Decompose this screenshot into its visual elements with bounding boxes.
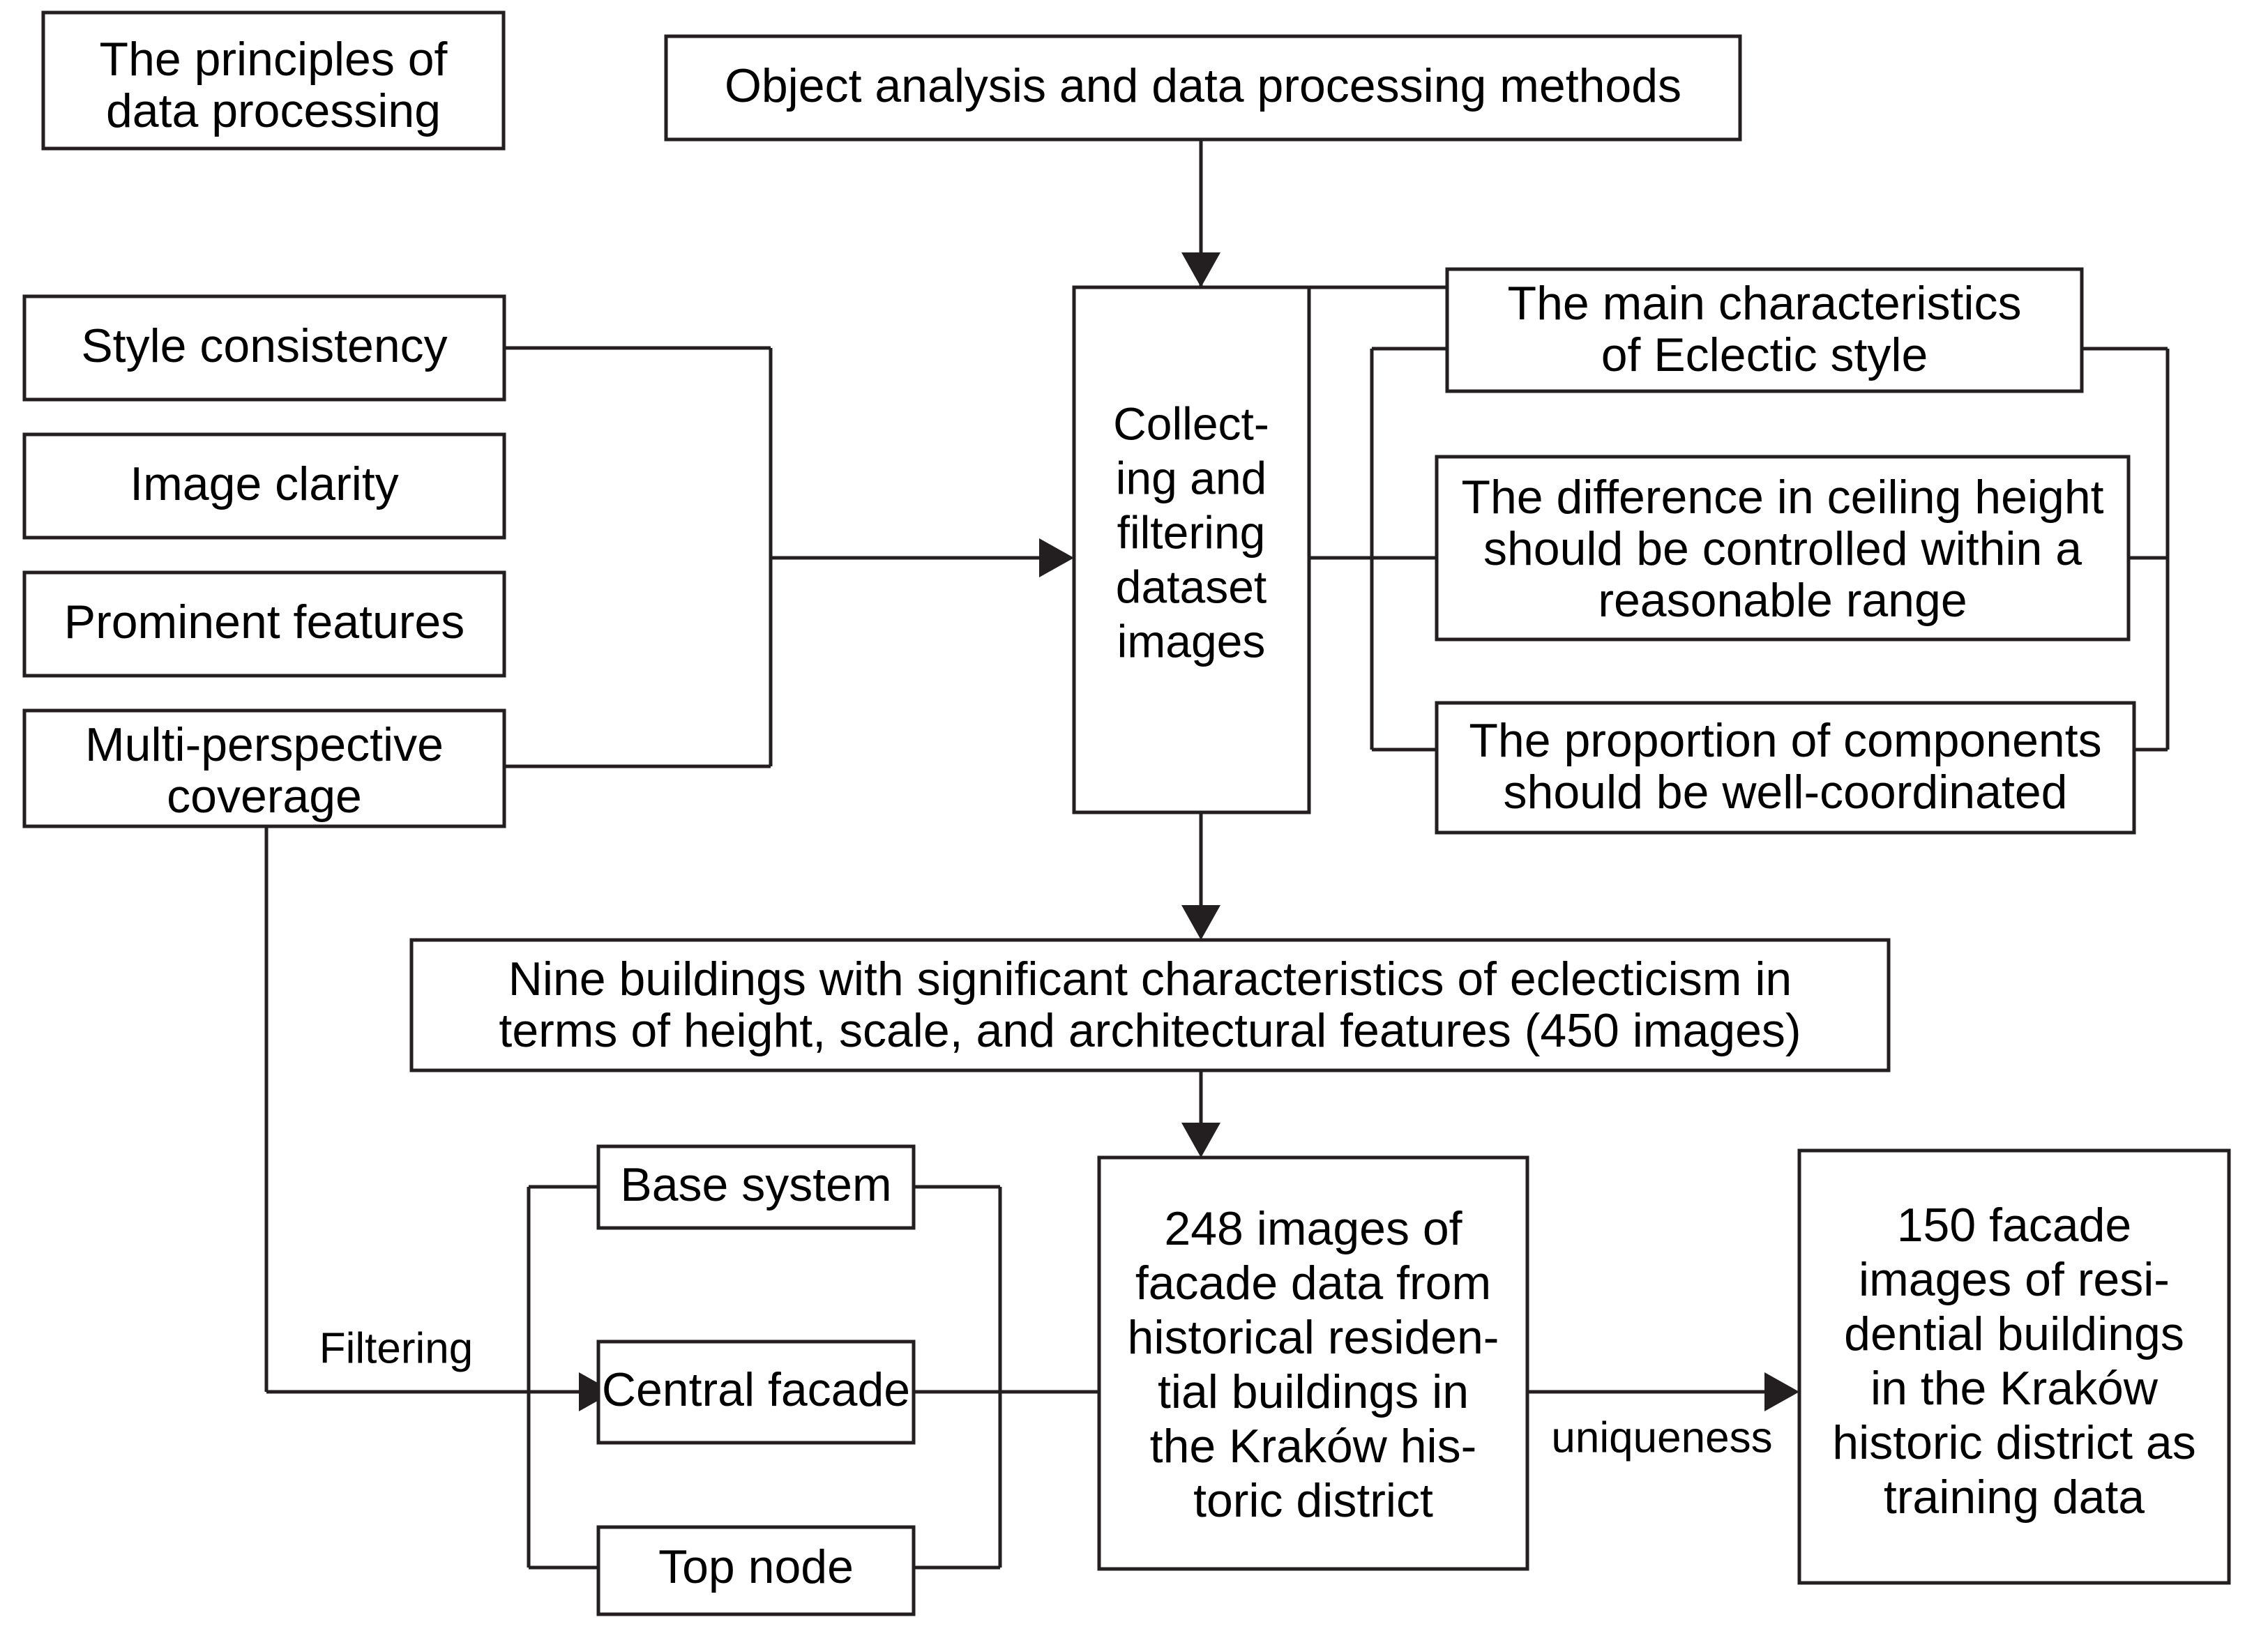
node-248-line-2: facade data from bbox=[1135, 1257, 1491, 1310]
arrowhead-into-nine-buildings bbox=[1181, 905, 1220, 940]
arrowhead-into-150 bbox=[1764, 1372, 1799, 1411]
node-150-line-1: 150 facade bbox=[1897, 1199, 2132, 1252]
node-object-analysis[interactable]: Object analysis and data processing meth… bbox=[664, 34, 1742, 142]
node-multi-perspective-coverage[interactable]: Multi-perspective coverage bbox=[22, 708, 506, 828]
edge-label-uniqueness: uniqueness bbox=[1551, 1413, 1772, 1462]
node-ceiling-height-box bbox=[1435, 455, 2131, 642]
arrowhead-into-collecting-left bbox=[1039, 538, 1074, 577]
node-image-clarity-label: Image clarity bbox=[130, 457, 398, 510]
node-248-line-3: historical residen- bbox=[1128, 1311, 1499, 1364]
node-nine-buildings-line-1: Nine buildings with significant characte… bbox=[508, 953, 1792, 1006]
node-object-analysis-line-1: Object analysis and data processing meth… bbox=[725, 59, 1681, 112]
node-ceiling-line-2: should be controlled within a bbox=[1483, 522, 2082, 575]
arrowhead-into-collecting-top bbox=[1181, 252, 1220, 287]
node-248-line-5: the Kraków his- bbox=[1150, 1420, 1477, 1473]
node-central-facade-box bbox=[596, 1340, 916, 1445]
node-eclectic-line-2: of Eclectic style bbox=[1601, 328, 1928, 381]
node-multi-perspective-line-2: coverage bbox=[167, 770, 362, 823]
node-collecting-filtering-dataset-images[interactable]: Collect- ing and filtering dataset image… bbox=[1072, 285, 1311, 814]
edge-label-filtering-text: Filtering bbox=[319, 1324, 474, 1372]
node-ceiling-line-1: The difference in ceiling height bbox=[1461, 471, 2103, 524]
node-principles-of-data-processing[interactable]: The principles of data processing bbox=[41, 10, 506, 151]
node-150-line-6: training data bbox=[1884, 1471, 2145, 1524]
node-style-consistency-box bbox=[22, 294, 506, 402]
node-nine-buildings[interactable]: Nine buildings with significant characte… bbox=[409, 938, 1891, 1072]
arrowhead-into-248 bbox=[1181, 1123, 1220, 1158]
node-base-system[interactable]: Base system bbox=[596, 1144, 916, 1230]
node-prominent-features-box bbox=[22, 570, 506, 678]
node-proportion-line-1: The proportion of components bbox=[1469, 714, 2101, 767]
node-150-line-3: dential buildings bbox=[1844, 1307, 2184, 1360]
node-collecting-box bbox=[1072, 285, 1311, 814]
node-component-proportion[interactable]: The proportion of components should be w… bbox=[1435, 701, 2136, 835]
node-principles-box bbox=[41, 10, 506, 151]
node-style-consistency-label: Style consistency bbox=[81, 319, 447, 372]
node-150-line-4: in the Kraków bbox=[1870, 1362, 2159, 1415]
node-eclectic-style-characteristics[interactable]: The main characteristics of Eclectic sty… bbox=[1445, 267, 2084, 393]
node-150-line-5: historic district as bbox=[1832, 1416, 2195, 1469]
node-248-images-box bbox=[1097, 1155, 1529, 1571]
node-prominent-features-label: Prominent features bbox=[64, 595, 465, 648]
node-proportion-line-2: should be well-coordinated bbox=[1504, 766, 2068, 819]
node-style-consistency[interactable]: Style consistency bbox=[22, 294, 506, 402]
edge-label-uniqueness-text: uniqueness bbox=[1551, 1413, 1772, 1462]
node-collecting-line-1: Collect- bbox=[1113, 397, 1269, 449]
node-248-line-4: tial buildings in bbox=[1158, 1365, 1469, 1418]
node-eclectic-line-1: The main characteristics bbox=[1508, 277, 2022, 330]
node-collecting-line-5: images bbox=[1117, 615, 1266, 667]
node-nine-buildings-box bbox=[409, 938, 1891, 1072]
node-central-facade-label: Central facade bbox=[602, 1363, 910, 1416]
node-multi-perspective-line-1: Multi-perspective bbox=[85, 718, 444, 771]
node-248-images[interactable]: 248 images of facade data from historica… bbox=[1097, 1155, 1529, 1571]
node-prominent-features[interactable]: Prominent features bbox=[22, 570, 506, 678]
node-collecting-line-3: filtering bbox=[1117, 506, 1266, 558]
node-150-line-2: images of resi- bbox=[1859, 1253, 2170, 1306]
node-principles-line-2: data processing bbox=[106, 84, 441, 137]
node-150-images-box bbox=[1797, 1148, 2231, 1585]
arrowhead-into-central-facade bbox=[579, 1372, 614, 1411]
node-150-images[interactable]: 150 facade images of resi- dential build… bbox=[1797, 1148, 2231, 1585]
node-248-line-6: toric district bbox=[1193, 1474, 1433, 1527]
node-top-node-box bbox=[596, 1525, 916, 1616]
edge-label-filtering: Filtering bbox=[319, 1324, 474, 1372]
node-image-clarity-box bbox=[22, 432, 506, 540]
node-base-system-box bbox=[596, 1144, 916, 1230]
node-central-facade[interactable]: Central facade bbox=[596, 1340, 916, 1445]
node-eclectic-style-box bbox=[1445, 267, 2084, 393]
node-ceiling-height-difference[interactable]: The difference in ceiling height should … bbox=[1435, 455, 2131, 642]
node-ceiling-line-3: reasonable range bbox=[1598, 574, 1967, 627]
node-top-node-label: Top node bbox=[658, 1540, 854, 1593]
node-image-clarity[interactable]: Image clarity bbox=[22, 432, 506, 540]
node-top-node[interactable]: Top node bbox=[596, 1525, 916, 1616]
node-collecting-line-2: ing and bbox=[1116, 452, 1267, 503]
node-principles-line-1: The principles of bbox=[100, 33, 448, 86]
node-multi-perspective-box bbox=[22, 708, 506, 828]
node-base-system-label: Base system bbox=[620, 1158, 891, 1211]
node-object-analysis-box bbox=[664, 34, 1742, 142]
node-nine-buildings-line-2: terms of height, scale, and architectura… bbox=[499, 1004, 1801, 1057]
node-collecting-line-4: dataset bbox=[1116, 561, 1267, 612]
node-248-line-1: 248 images of bbox=[1164, 1202, 1462, 1255]
node-proportion-box bbox=[1435, 701, 2136, 835]
